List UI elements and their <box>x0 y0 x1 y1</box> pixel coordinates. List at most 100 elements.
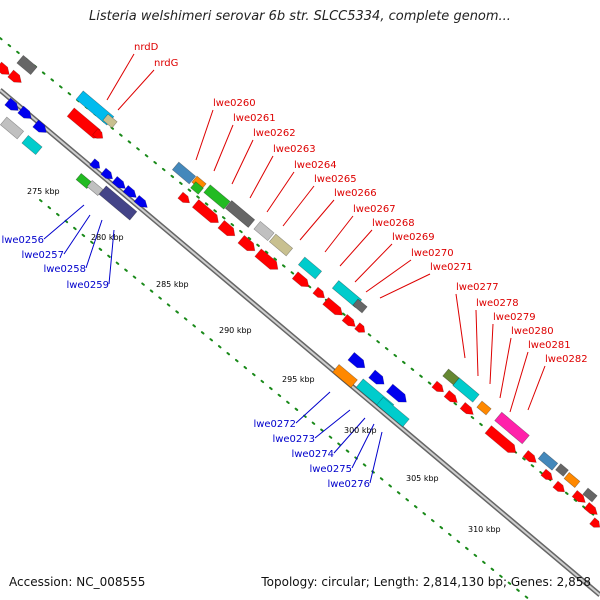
gene-feature <box>352 298 368 314</box>
gene-feature <box>21 134 43 156</box>
gene-feature <box>0 116 25 140</box>
gene-feature <box>217 219 236 237</box>
label-leader-line <box>339 229 373 267</box>
label-leader-line <box>455 293 466 359</box>
gene-feature <box>312 286 325 299</box>
gene-feature <box>98 185 138 221</box>
gene-feature <box>459 402 474 415</box>
label-leader-line <box>475 309 479 377</box>
gene-feature <box>224 200 256 228</box>
gene-feature <box>122 185 137 198</box>
label-leader-line <box>314 409 351 439</box>
scale-label: 295 kbp <box>282 375 315 384</box>
gene-feature <box>540 468 553 481</box>
gene-feature <box>17 105 32 119</box>
gene-feature <box>177 191 190 204</box>
gene-label: lwe0272 <box>253 419 296 430</box>
gene-feature <box>347 351 366 369</box>
gene-label: lwe0273 <box>272 434 315 445</box>
gene-feature <box>191 199 219 223</box>
gene-label: lwe0257 <box>21 250 64 261</box>
gene-feature <box>582 487 598 503</box>
label-leader-line <box>489 323 494 385</box>
label-leader-line <box>85 219 103 269</box>
gene-feature <box>32 119 47 133</box>
gene-label: lwe0275 <box>309 464 352 475</box>
gene-feature <box>376 396 410 428</box>
label-leader-line <box>195 109 214 161</box>
gene-label: lwe0260 <box>213 98 256 109</box>
gene-label: lwe0270 <box>411 248 454 259</box>
gene-label: lwe0267 <box>353 204 396 215</box>
gene-label: lwe0263 <box>273 144 316 155</box>
gene-label: lwe0271 <box>430 262 473 273</box>
label-leader-line <box>333 417 366 454</box>
label-leader-line <box>379 273 431 299</box>
gene-feature <box>322 297 343 316</box>
gene-feature <box>385 383 407 403</box>
label-leader-line <box>324 215 354 253</box>
gene-label: lwe0256 <box>1 235 44 246</box>
gene-feature <box>111 176 126 189</box>
gene-feature <box>431 380 444 393</box>
scale-label: 310 kbp <box>468 525 501 534</box>
gene-label: lwe0258 <box>43 264 86 275</box>
gene-feature <box>16 54 38 76</box>
gene-feature <box>92 128 104 139</box>
label-leader-line <box>213 124 234 172</box>
gene-label: lwe0282 <box>545 354 588 365</box>
gene-feature <box>452 377 480 403</box>
gene-feature <box>494 411 530 445</box>
gene-feature <box>589 517 600 528</box>
label-leader-line <box>369 431 383 484</box>
label-leader-line <box>509 351 529 413</box>
gene-feature <box>552 480 565 493</box>
label-leader-line <box>351 423 375 469</box>
gene-feature <box>86 180 104 196</box>
gene-label: lwe0269 <box>392 232 435 243</box>
map-title: Listeria welshimeri serovar 6b str. SLCC… <box>89 9 511 24</box>
label-leader-line <box>43 204 85 240</box>
gene-label: lwe0274 <box>291 449 334 460</box>
gene-feature <box>237 234 256 252</box>
gene-feature <box>563 472 581 488</box>
gene-feature <box>4 97 19 111</box>
gene-label: lwe0268 <box>372 218 415 229</box>
gene-label: lwe0266 <box>334 188 377 199</box>
gene-label: lwe0261 <box>233 113 276 124</box>
scale-label: 285 kbp <box>156 280 189 289</box>
gene-feature <box>571 490 586 503</box>
gene-label: lwe0279 <box>493 312 536 323</box>
gene-label: lwe0262 <box>253 128 296 139</box>
gene-label: lwe0281 <box>528 340 571 351</box>
gene-label: lwe0264 <box>294 160 337 171</box>
gene-labels: nrdD nrdG lwe0260 lwe0261 lwe0262 lwe0263 lwe0… <box>1 42 587 490</box>
gene-label: nrdG <box>154 58 178 69</box>
gene-label: lwe0280 <box>511 326 554 337</box>
label-leader-line <box>365 259 412 293</box>
gene-label: nrdD <box>134 42 159 53</box>
gene-feature <box>102 113 118 129</box>
label-leader-line <box>108 229 115 285</box>
gene-feature <box>297 256 323 280</box>
gene-feature <box>253 220 275 242</box>
gene-feature <box>476 400 492 416</box>
gene-feature <box>100 167 113 180</box>
label-leader-line <box>117 69 155 111</box>
gene-feature <box>354 322 366 333</box>
genome-info-text: Topology: circular; Length: 2,814,130 bp… <box>261 575 591 589</box>
gene-feature <box>484 425 517 453</box>
label-leader-line <box>295 391 331 424</box>
label-leader-line <box>106 53 135 101</box>
gene-feature <box>0 61 10 75</box>
gene-feature <box>555 463 569 477</box>
label-leader-line <box>231 139 254 185</box>
gene-feature <box>291 271 310 288</box>
gene-feature <box>368 369 385 385</box>
label-leader-line <box>282 185 315 227</box>
gene-feature <box>203 184 231 210</box>
scale-label: 305 kbp <box>406 474 439 483</box>
gene-feature <box>583 502 598 515</box>
